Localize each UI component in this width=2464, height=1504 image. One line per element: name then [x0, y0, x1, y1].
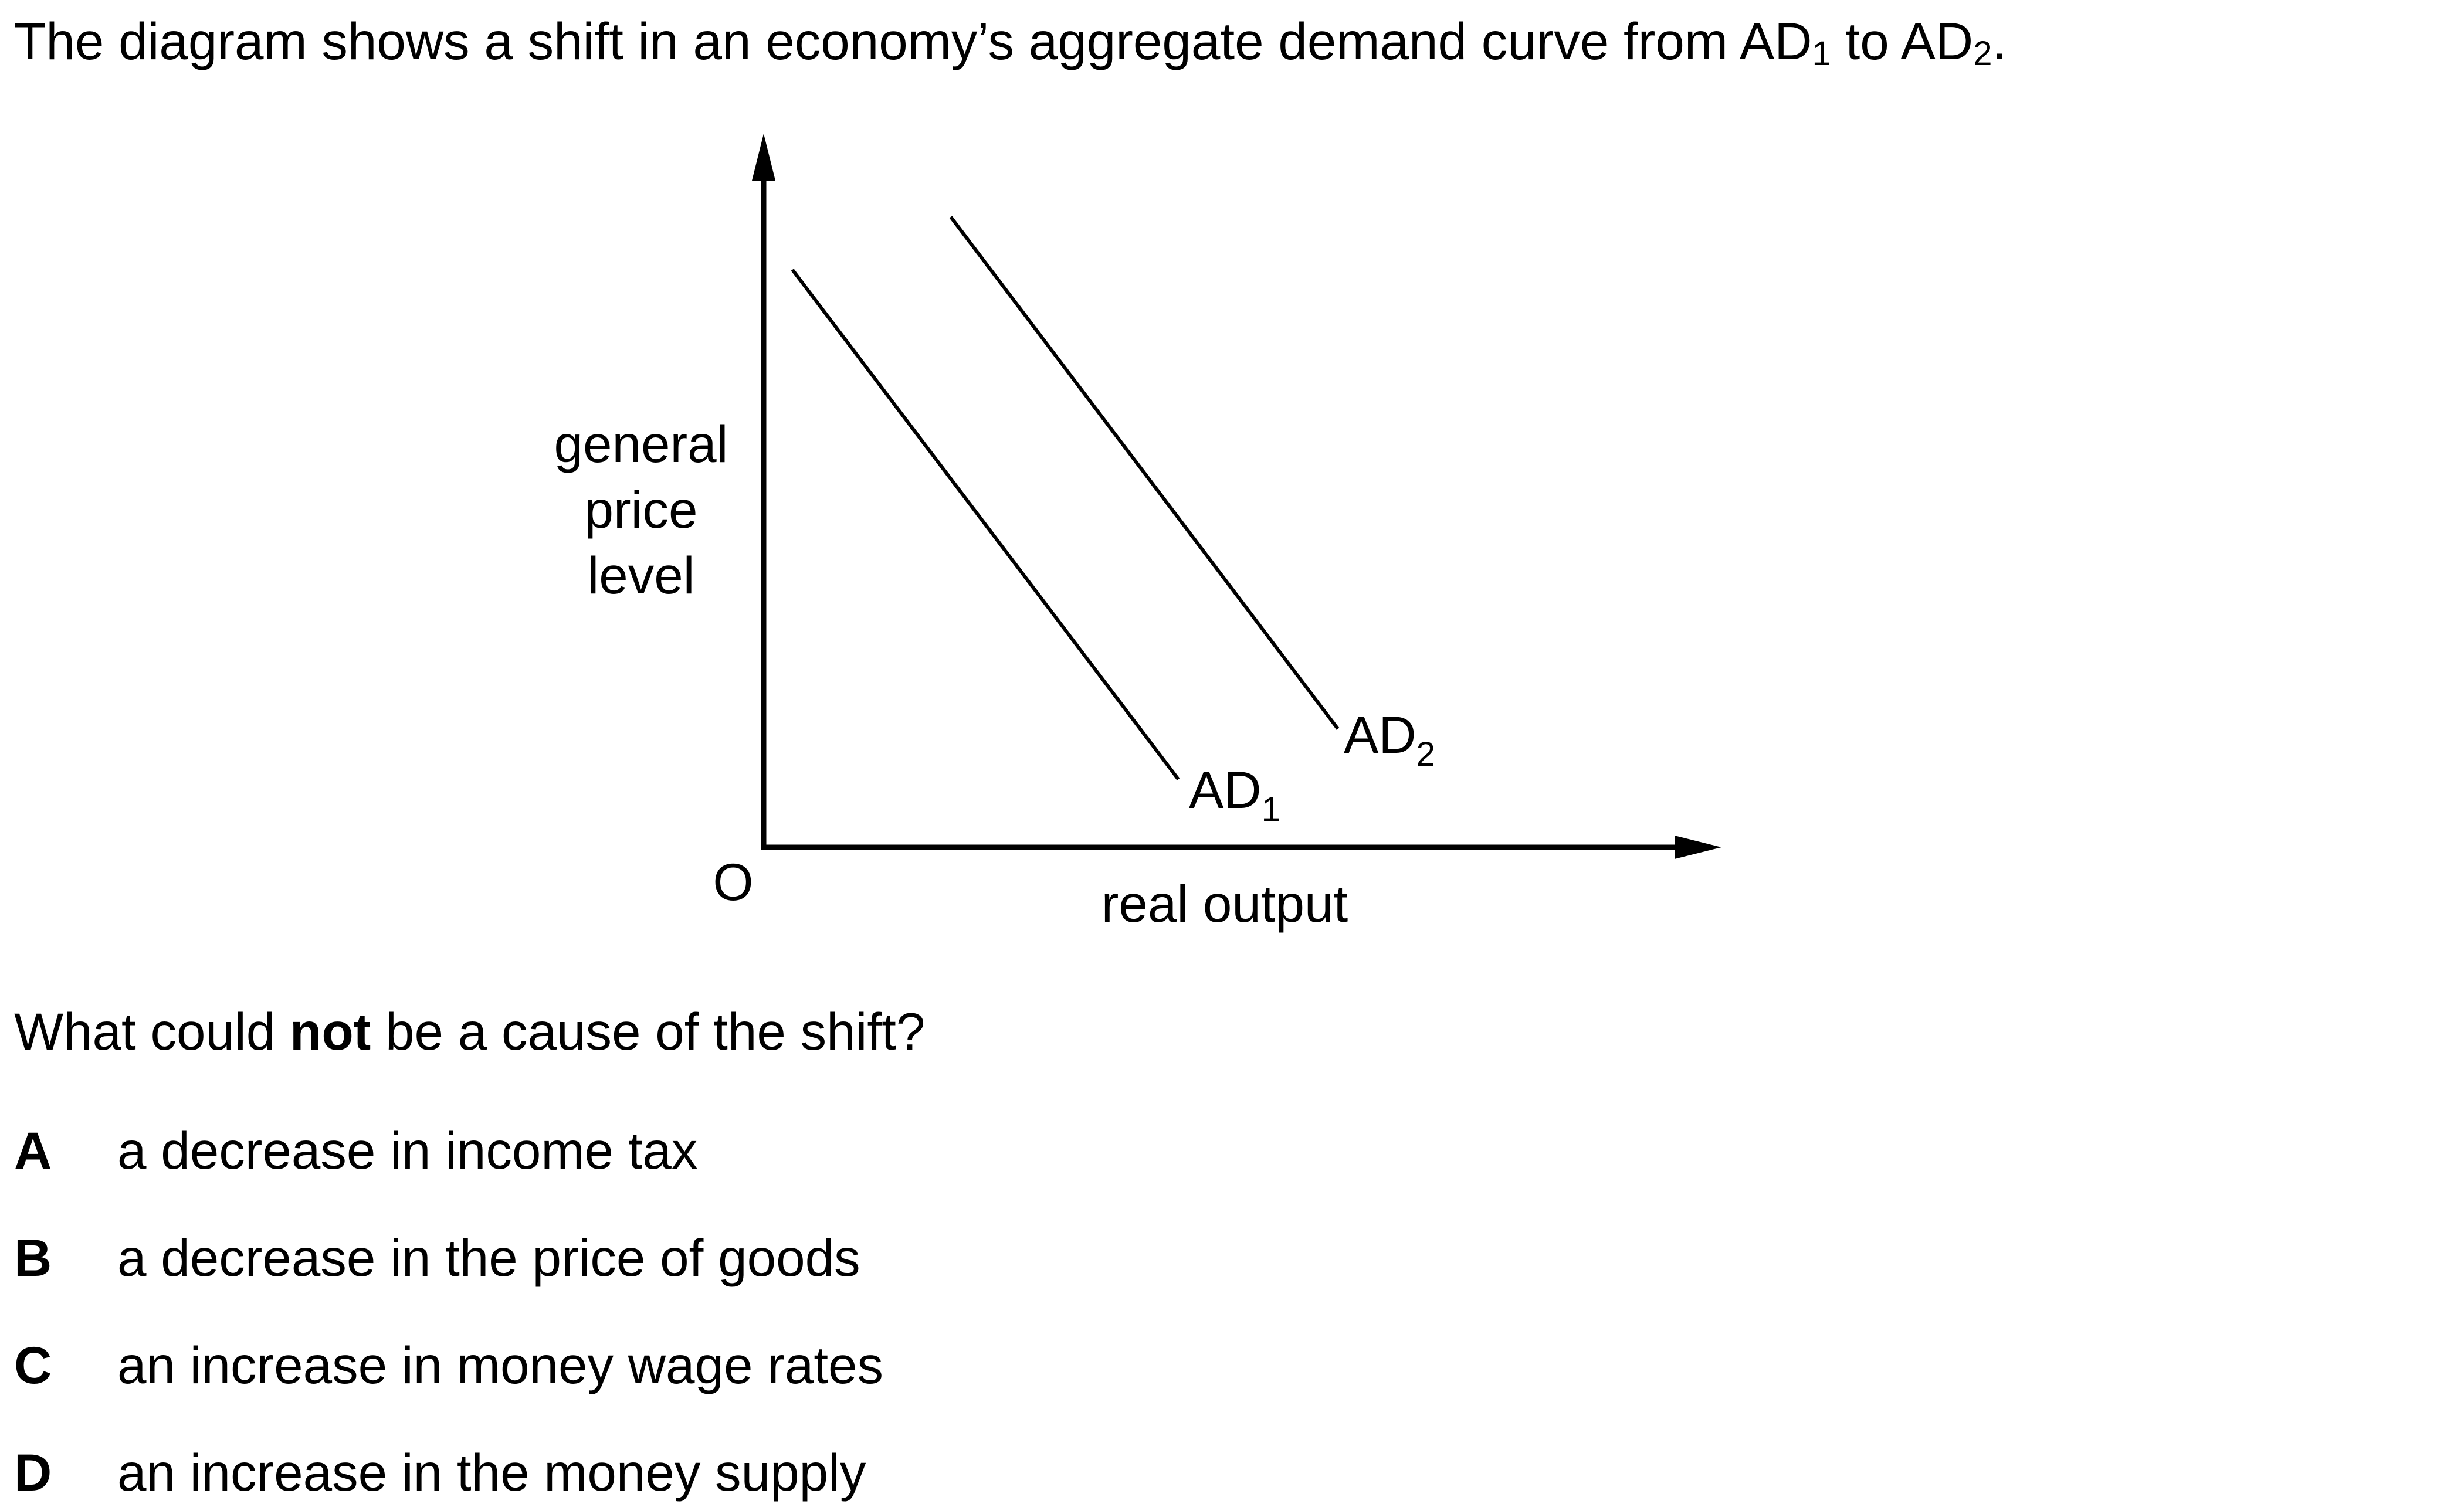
- question-stem: What could not be a cause of the shift?: [14, 1006, 925, 1058]
- ad1-label-subscript: 1: [1262, 790, 1280, 829]
- option-text: an increase in the money supply: [117, 1443, 866, 1502]
- intro-subscript-1: 1: [1812, 35, 1831, 73]
- option-letter: A: [14, 1121, 52, 1180]
- aggregate-demand-diagram: general price level O real output AD1 AD…: [554, 134, 1721, 933]
- y-axis-label-line-1: general: [554, 415, 728, 473]
- option-text: a decrease in income tax: [117, 1121, 698, 1180]
- intro-mid: to AD: [1831, 12, 1974, 70]
- option-text: a decrease in the price of goods: [117, 1228, 860, 1287]
- ad2-label-subscript: 2: [1416, 735, 1435, 773]
- option-letter: B: [14, 1228, 52, 1287]
- option-text: an increase in money wage rates: [117, 1336, 884, 1394]
- question-before: What could: [14, 1002, 290, 1061]
- option-letter: D: [14, 1443, 52, 1502]
- y-axis-label-line-2: price: [585, 480, 698, 539]
- ad2-label: AD2: [1344, 705, 1435, 773]
- x-axis-arrowhead: [1675, 836, 1721, 859]
- ad1-label: AD1: [1189, 761, 1280, 829]
- intro-subscript-2: 2: [1973, 35, 1992, 73]
- question-emphasis: not: [289, 1002, 371, 1061]
- option-letter: C: [14, 1336, 52, 1394]
- ad1-curve: [791, 269, 1180, 780]
- ad2-curve: [949, 216, 1340, 730]
- y-axis-label-line-3: level: [587, 546, 694, 605]
- question-intro: The diagram shows a shift in an economy’…: [14, 12, 2007, 71]
- ad1-label-main: AD: [1189, 761, 1262, 819]
- origin-label: O: [713, 853, 753, 911]
- x-axis-label: real output: [1101, 874, 1348, 933]
- question-after: be a cause of the shift?: [371, 1002, 926, 1061]
- ad2-label-main: AD: [1344, 705, 1416, 764]
- intro-lead: The diagram shows a shift in an economy’…: [14, 12, 1812, 70]
- y-axis-arrowhead: [752, 134, 775, 181]
- intro-end: .: [1992, 12, 2007, 70]
